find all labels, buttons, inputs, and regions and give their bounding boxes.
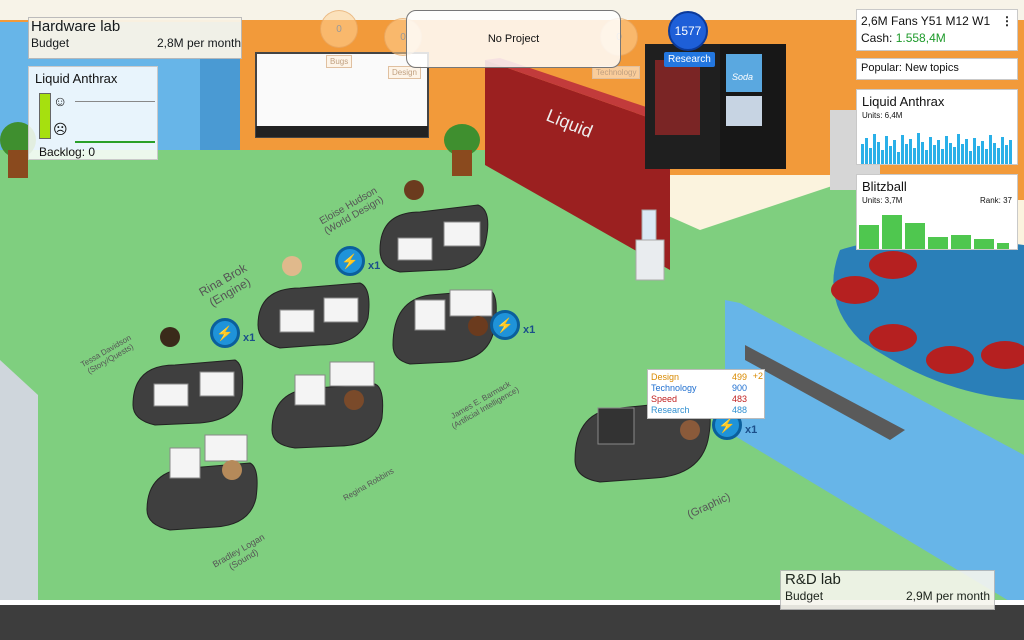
- cash-value: 1.558,4M: [895, 31, 946, 45]
- rd-lab-budget-row: Budget 2,9M per month: [785, 589, 990, 603]
- design-label: Design: [388, 66, 421, 79]
- skill-research-label: Research: [651, 405, 690, 415]
- skill-technology-value: 900: [731, 383, 747, 393]
- boost-lightning-icon[interactable]: ⚡: [335, 246, 365, 276]
- bugs-label: Bugs: [326, 55, 353, 68]
- sales-chart: [861, 133, 1012, 164]
- boost-multiplier: x1: [745, 424, 758, 436]
- hardware-lab-panel[interactable]: Hardware lab Budget 2,8M per month: [28, 17, 242, 59]
- skill-research-value: 488: [731, 405, 747, 415]
- hardware-lab-budget-value: 2,8M per month: [156, 36, 241, 50]
- water-cooler: [635, 239, 665, 281]
- sales-chart: [859, 215, 1009, 249]
- skill-design-label: Design: [651, 372, 680, 382]
- skill-design-value: 499: [731, 372, 747, 382]
- game-card-blitzball[interactable]: Blitzball Units: 3,7M Rank: 37: [856, 174, 1018, 250]
- research-points-badge[interactable]: 1577: [668, 11, 708, 51]
- hardware-lab-budget-row: Budget 2,8M per month: [31, 36, 241, 50]
- skill-speed-value: 483: [731, 394, 747, 404]
- backlog-text: Backlog: 0: [39, 145, 96, 159]
- rd-shelf: [745, 345, 905, 440]
- boost-lightning-icon[interactable]: ⚡: [490, 310, 520, 340]
- red-wall: [485, 60, 670, 270]
- rd-lab-title: R&D lab: [785, 571, 841, 588]
- rd-lab-budget-label: Budget: [785, 589, 824, 603]
- bottom-bar: [0, 605, 1024, 640]
- progress-bar: [39, 93, 51, 139]
- game-card-liquid-anthrax[interactable]: Liquid Anthrax Units: 6,4M: [856, 89, 1018, 165]
- company-info-panel[interactable]: 2,6M Fans Y51 M12 W1 ⋮ Cash: 1.558,4M: [856, 9, 1018, 51]
- bugs-counter: 0: [320, 10, 358, 48]
- staff-skill-tooltip: Design 499 Technology 900 Speed 483 Researc…: [647, 369, 765, 419]
- plant-left: [0, 122, 36, 158]
- game-units: Units: 3,7M: [862, 196, 903, 205]
- skill-technology-label: Technology: [651, 383, 697, 393]
- game-units: Units: 6,4M: [862, 111, 903, 120]
- popular-text: Popular: New topics: [861, 62, 959, 74]
- hardware-lab-budget-label: Budget: [31, 36, 70, 50]
- boost-multiplier: x1: [523, 324, 536, 336]
- rd-lab-budget-value: 2,9M per month: [905, 589, 990, 603]
- skill-speed-label: Speed: [651, 394, 678, 404]
- game-rank: Rank: 37: [979, 196, 1012, 205]
- boost-lightning-icon[interactable]: ⚡: [210, 318, 240, 348]
- console-title: Liquid Anthrax: [35, 71, 118, 86]
- plant-center: [444, 124, 480, 156]
- skill-bonus: +2: [752, 371, 763, 381]
- game-title: Blitzball: [862, 179, 907, 194]
- project-box[interactable]: No Project: [406, 10, 621, 68]
- research-label[interactable]: Research: [664, 52, 715, 67]
- rd-lab-panel[interactable]: R&D lab Budget 2,9M per month: [780, 570, 995, 610]
- fans-date-text: 2,6M Fans Y51 M12 W1: [861, 14, 991, 28]
- happy-face-icon: ☺: [53, 93, 68, 109]
- soda-label: Soda: [732, 72, 754, 82]
- popular-topics-panel[interactable]: Popular: New topics: [856, 58, 1018, 80]
- boost-multiplier: x1: [368, 260, 381, 272]
- boost-multiplier: x1: [243, 332, 256, 344]
- hardware-lab-title: Hardware lab: [31, 18, 121, 35]
- game-title: Liquid Anthrax: [862, 94, 945, 109]
- pool: [833, 238, 1024, 400]
- sad-face-icon: ☹: [53, 121, 68, 137]
- console-status-panel[interactable]: Liquid Anthrax ☺ ☹ Backlog: 0: [28, 66, 158, 160]
- cash-label: Cash:: [861, 31, 893, 45]
- menu-icon[interactable]: ⋮: [1001, 14, 1013, 28]
- project-label: No Project: [487, 33, 540, 45]
